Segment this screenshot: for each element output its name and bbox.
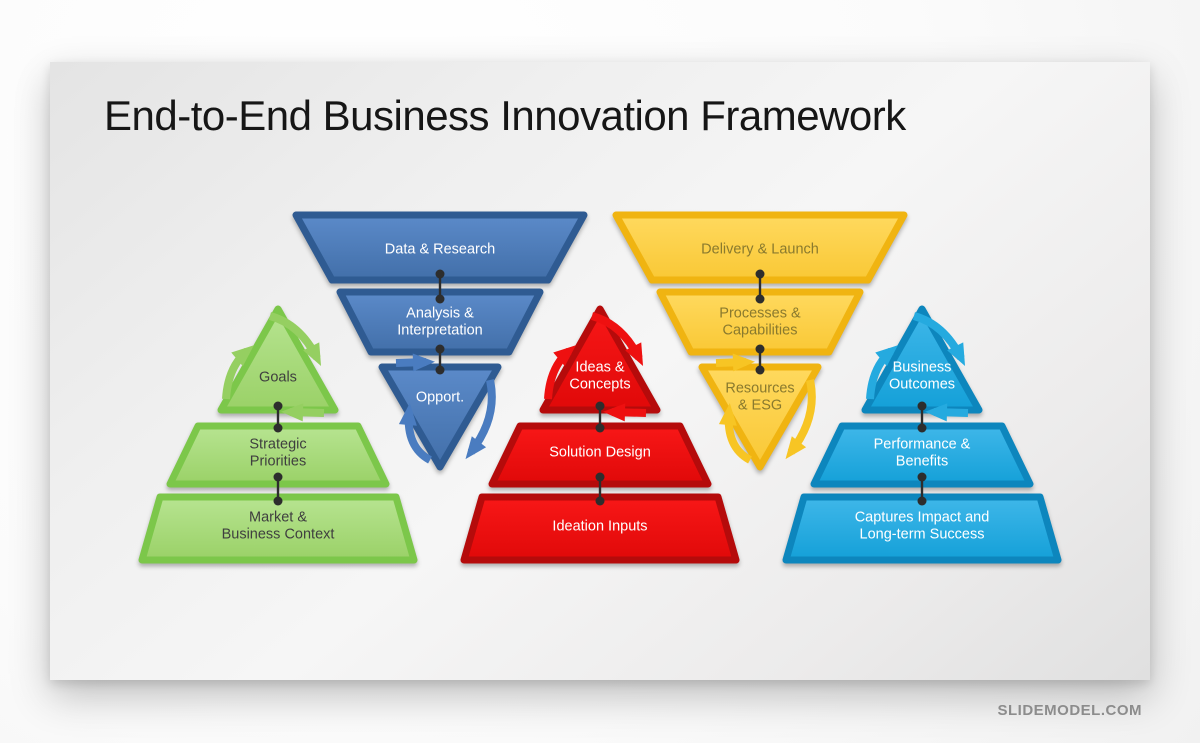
cycle-arrow-top bbox=[395, 353, 435, 372]
slide-canvas: End-to-End Business Innovation Framework bbox=[50, 62, 1150, 680]
cycle-arrow-left bbox=[398, 403, 433, 464]
cycle-arrow-right bbox=[590, 312, 644, 367]
connector-dumbbell bbox=[755, 269, 765, 375]
ideation-pyramid bbox=[460, 305, 740, 564]
strategy-level-2-shape bbox=[166, 422, 390, 488]
cycle-arrow-top bbox=[715, 353, 755, 372]
ideation-level-3-shape bbox=[460, 493, 740, 564]
cycle-arrow-left bbox=[222, 345, 254, 400]
strategy-level-3-shape bbox=[138, 493, 418, 564]
cycle-arrow-left bbox=[866, 345, 898, 400]
watermark: SLIDEMODEL.COM bbox=[997, 702, 1142, 719]
connector-dumbbell bbox=[917, 401, 927, 506]
cycle-arrow-base bbox=[603, 403, 647, 422]
cycle-arrow-left bbox=[544, 345, 576, 400]
data-funnel bbox=[292, 211, 588, 471]
outcomes-pyramid bbox=[782, 305, 1062, 564]
cycle-arrow-right bbox=[268, 312, 322, 367]
framework-diagram bbox=[138, 211, 1062, 564]
connector-dumbbell bbox=[435, 269, 445, 375]
connector-dumbbell bbox=[595, 401, 605, 506]
outcomes-level-3-shape bbox=[782, 493, 1062, 564]
data-level-3-shape bbox=[378, 363, 502, 471]
slide-title: End-to-End Business Innovation Framework bbox=[104, 92, 906, 139]
delivery-level-1-shape bbox=[612, 211, 908, 284]
cycle-arrow-right bbox=[785, 379, 816, 460]
delivery-funnel bbox=[612, 211, 908, 471]
cycle-arrow-left bbox=[718, 403, 753, 464]
cycle-arrow-right bbox=[912, 312, 966, 367]
cycle-arrow-base bbox=[281, 403, 325, 422]
data-level-1-shape bbox=[292, 211, 588, 284]
data-level-2-shape bbox=[336, 288, 544, 356]
strategy-pyramid bbox=[138, 305, 418, 564]
outcomes-level-2-shape bbox=[810, 422, 1034, 488]
ideation-level-2-shape bbox=[488, 422, 712, 488]
connector-dumbbell bbox=[273, 401, 283, 506]
delivery-level-2-shape bbox=[656, 288, 864, 356]
delivery-level-3-shape bbox=[698, 363, 822, 471]
cycle-arrow-base bbox=[925, 403, 969, 422]
cycle-arrow-right bbox=[465, 379, 496, 460]
